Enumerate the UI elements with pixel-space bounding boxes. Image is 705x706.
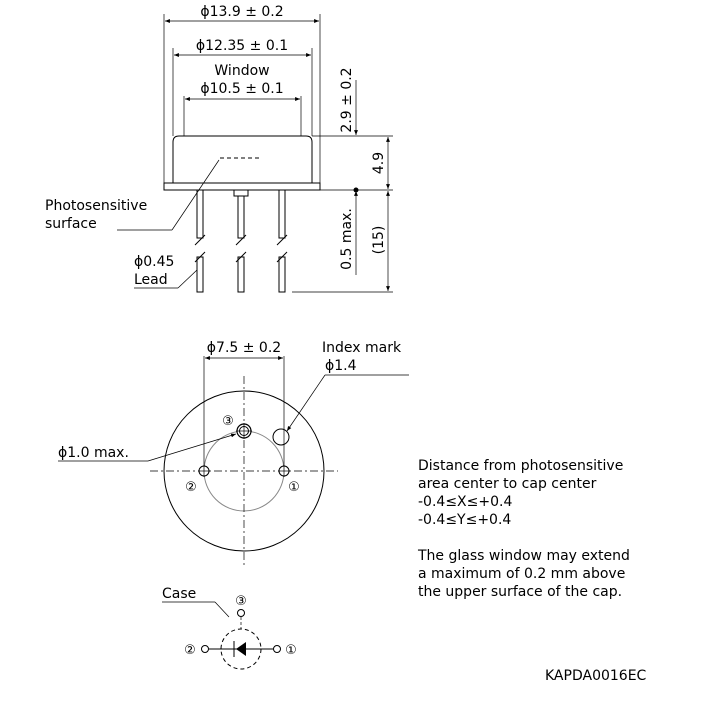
dim-total-height: 4.9 <box>371 152 387 174</box>
schematic-pin-3: ③ <box>235 594 247 609</box>
dim-pin-circle: ϕ7.5 ± 0.2 <box>207 340 281 356</box>
pin-diameter-label: ϕ1.0 max. <box>58 445 129 461</box>
lead-center-lower <box>237 256 245 293</box>
drawing-code: KAPDA0016EC <box>545 668 647 684</box>
case-terminal <box>237 609 245 617</box>
dim-window-diameter: ϕ10.5 ± 0.1 <box>200 81 283 97</box>
pin-label-3: ③ <box>222 414 234 429</box>
photosensitive-label-line1: Photosensitive <box>45 198 147 214</box>
anode-terminal <box>201 645 209 653</box>
note-line-4: -0.4≤Y≤+0.4 <box>418 512 512 528</box>
lead-left <box>196 189 204 239</box>
lead-left-lower <box>196 256 204 293</box>
index-mark-label: Index mark <box>322 340 402 356</box>
note-line-2: area center to cap center <box>418 476 597 492</box>
note-line-1: Distance from photosensitive <box>418 458 624 474</box>
photosensitive-label-line2: surface <box>45 216 97 232</box>
diode-symbol <box>236 642 246 656</box>
notes: Distance from photosensitive area center… <box>418 457 698 601</box>
window-label: Window <box>214 63 269 79</box>
pin-label-2: ② <box>185 480 197 495</box>
note-line-7: the upper surface of the cap. <box>418 584 623 600</box>
index-mark-diameter: ϕ1.4 <box>325 358 357 374</box>
reference-dot <box>353 187 359 193</box>
note-line-3: -0.4≤X≤+0.4 <box>418 494 513 510</box>
flange <box>163 182 321 191</box>
lead-diameter: ϕ0.45 <box>134 254 174 270</box>
lead-center <box>237 195 245 239</box>
dim-cap-diameter: ϕ12.35 ± 0.1 <box>196 38 288 54</box>
case-label: Case <box>162 586 196 602</box>
dim-outer-diameter: ϕ13.9 ± 0.2 <box>200 4 283 20</box>
dim-lead-length: (15) <box>371 226 387 255</box>
side-view: ϕ13.9 ± 0.2 ϕ12.35 ± 0.1 Window ϕ10.5 ± … <box>45 4 393 293</box>
note-line-5: The glass window may extend <box>418 548 630 564</box>
schematic: Case ③ ② ① <box>162 586 297 670</box>
lead-right-lower <box>278 256 286 293</box>
schematic-pin-1: ① <box>285 643 297 658</box>
schematic-pin-2: ② <box>184 643 196 658</box>
bottom-view: ① ② ③ ϕ7.5 ± 0.2 Index mark ϕ1.4 ϕ1.0 ma… <box>58 340 409 566</box>
center-tab <box>233 189 249 197</box>
note-line-6: a maximum of 0.2 mm above <box>418 566 626 582</box>
index-mark <box>272 428 290 446</box>
cap-body <box>172 135 313 183</box>
cathode-terminal <box>273 645 281 653</box>
pin-label-1: ① <box>288 480 300 495</box>
lead-label: Lead <box>134 272 168 288</box>
dim-lead-base: 0.5 max. <box>339 208 355 270</box>
flange-outline <box>163 390 325 552</box>
lead-right <box>278 189 286 239</box>
dim-cap-height: 2.9 ± 0.2 <box>339 67 355 132</box>
